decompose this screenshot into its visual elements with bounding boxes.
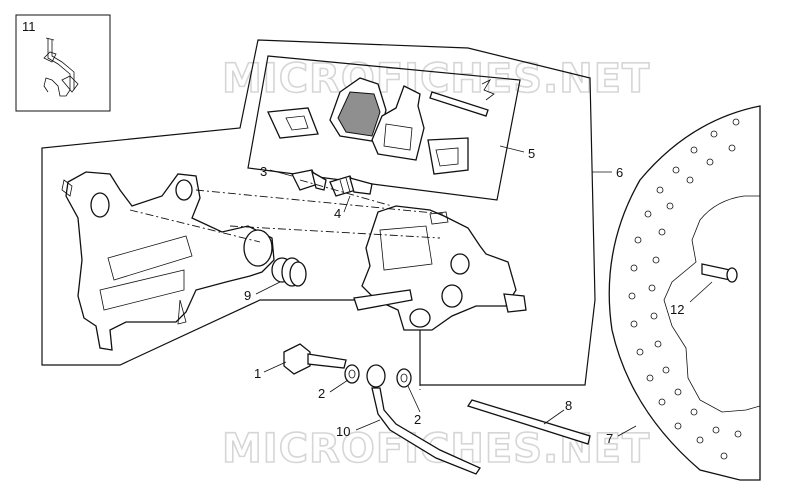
callout-2-right: 2 <box>414 412 421 427</box>
guide-line-3 <box>229 225 441 239</box>
breather-tube <box>466 399 591 445</box>
pads-kit-outline <box>247 55 521 201</box>
pad-shim <box>267 107 319 139</box>
callout-7: 7 <box>606 431 613 446</box>
pad-pin <box>429 79 495 117</box>
anti-rattle-spring <box>427 137 469 175</box>
brake-hose <box>366 364 481 475</box>
callout-11: 11 <box>22 19 36 34</box>
copper-washer-right <box>396 368 412 388</box>
callout-6: 6 <box>616 165 623 180</box>
copper-washer-left <box>344 364 360 384</box>
callout-2-left: 2 <box>318 386 325 401</box>
rubber-bushing <box>271 257 307 287</box>
brake-disc <box>608 105 761 481</box>
leader-lines <box>255 145 713 437</box>
disc-holes <box>628 118 742 460</box>
bleeder-valve <box>329 175 373 197</box>
bleed-screw-cap <box>291 169 327 191</box>
callout-5: 5 <box>528 146 535 161</box>
guide-line-1 <box>195 189 445 215</box>
callout-10: 10 <box>336 424 350 439</box>
callout-9: 9 <box>244 288 251 303</box>
callout-4: 4 <box>334 206 341 221</box>
callout-12: 12 <box>670 302 684 317</box>
brake-pad-plain <box>371 85 425 161</box>
guide-line-2 <box>129 209 261 243</box>
caliper-bracket <box>61 171 275 351</box>
callout-3: 3 <box>260 164 267 179</box>
brake-caliper <box>353 205 527 331</box>
banjo-bolt <box>283 343 347 375</box>
inset-box-clip <box>15 14 111 112</box>
callout-1: 1 <box>254 366 261 381</box>
brake-pad-shaded <box>329 77 387 143</box>
callout-8: 8 <box>565 398 572 413</box>
